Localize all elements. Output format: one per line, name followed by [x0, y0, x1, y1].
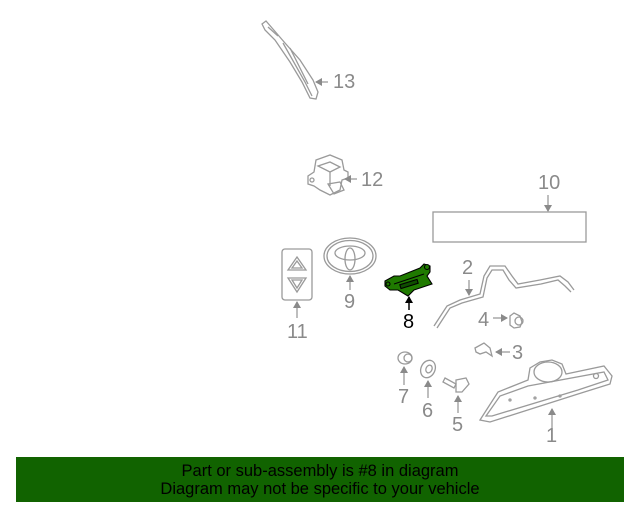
callout-1[interactable]: 1: [546, 425, 558, 447]
part-3-clip[interactable]: [474, 342, 510, 358]
callout-8[interactable]: 8: [403, 311, 415, 333]
part-2-washer-hose[interactable]: [433, 265, 575, 329]
callout-2[interactable]: 2: [462, 257, 474, 279]
callout-10[interactable]: 10: [538, 172, 561, 194]
part-12-camera[interactable]: [307, 154, 357, 196]
part-8-bracket-highlighted[interactable]: [384, 263, 433, 310]
callout-5[interactable]: 5: [452, 414, 464, 436]
callout-12[interactable]: 12: [361, 169, 384, 191]
banner-line-part-number: Part or sub-assembly is #8 in diagram: [181, 462, 459, 480]
callout-13[interactable]: 13: [333, 71, 356, 93]
part-11-switch[interactable]: [281, 248, 313, 318]
part-5-bolt[interactable]: [442, 377, 470, 413]
callout-7[interactable]: 7: [398, 386, 410, 408]
callout-4[interactable]: 4: [478, 309, 490, 331]
part-info-banner: Part or sub-assembly is #8 in diagram Di…: [16, 457, 624, 502]
part-9-emblem[interactable]: [323, 237, 377, 290]
callout-9[interactable]: 9: [344, 291, 356, 313]
part-4-clip-fastener[interactable]: [493, 312, 524, 329]
callout-6[interactable]: 6: [422, 400, 434, 422]
callout-3[interactable]: 3: [512, 342, 524, 364]
part-6-washer[interactable]: [418, 358, 438, 398]
part-10-label-plate[interactable]: [432, 195, 587, 243]
part-7-grommet[interactable]: [397, 351, 413, 385]
part-13-wiper-arm[interactable]: [261, 20, 328, 100]
callout-11[interactable]: 11: [287, 321, 308, 343]
banner-line-disclaimer: Diagram may not be specific to your vehi…: [160, 480, 480, 498]
part-1-housing[interactable]: [478, 359, 613, 428]
